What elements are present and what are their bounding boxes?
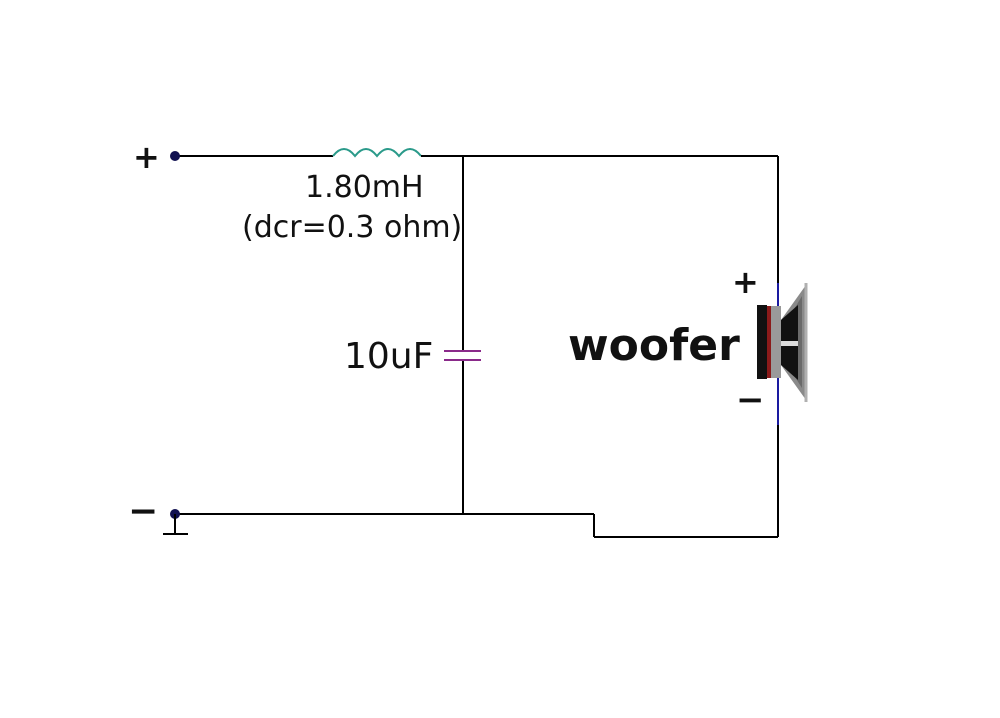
speaker-positive-label: + [732,263,759,301]
terminal-negative-label: − [128,491,159,532]
inductor-coil [332,148,422,158]
woofer-label: woofer [568,320,740,371]
inductor-dcr-label: (dcr=0.3 ohm) [242,210,463,245]
inductor-value-label: 1.80mH [305,170,424,205]
ground-symbol [163,514,188,535]
speaker-icon [757,283,808,402]
speaker-negative-label: − [736,380,765,420]
terminal-positive-dot [170,151,180,161]
terminal-positive-label: + [133,138,160,176]
capacitor-value-label: 10uF [344,336,434,377]
